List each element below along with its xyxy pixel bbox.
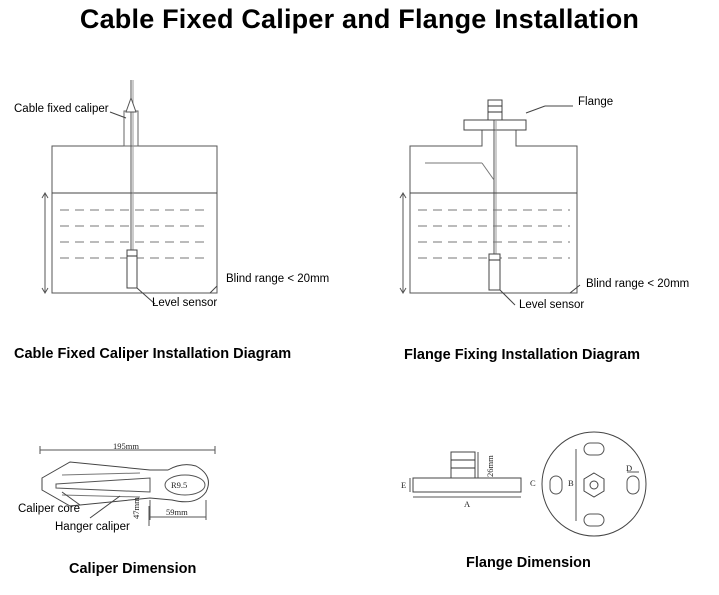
hanger-caliper-label: Hanger caliper bbox=[55, 521, 130, 533]
flange-label-b: B bbox=[568, 478, 574, 488]
page-title: Cable Fixed Caliper and Flange Installat… bbox=[79, 4, 640, 34]
flange-dimension-caption: Flange Dimension bbox=[466, 555, 591, 571]
flange-label-e: E bbox=[401, 480, 407, 490]
right-tank-diagram bbox=[399, 99, 581, 306]
flange-slot-top bbox=[583, 442, 605, 456]
flange-slot-bottom bbox=[583, 513, 605, 527]
flange-slot-left bbox=[549, 475, 563, 495]
caliper-height-value: 47mm bbox=[131, 497, 141, 519]
flange-label-c: C bbox=[530, 478, 536, 488]
flange-label-d: D bbox=[626, 463, 633, 473]
caliper-hole bbox=[164, 474, 206, 496]
right-blind-range-label: Blind range < 20mm bbox=[586, 278, 690, 290]
caliper-dimension-drawing bbox=[39, 446, 216, 526]
flange-label: Flange bbox=[578, 96, 614, 108]
flange-center-nut bbox=[583, 472, 605, 498]
flange-dimension-drawing bbox=[409, 431, 647, 537]
flange-side-plate bbox=[412, 477, 522, 493]
left-tank-diagram bbox=[41, 80, 218, 305]
caliper-length-value: 195mm bbox=[113, 441, 139, 451]
flange-height-value: 26mm bbox=[485, 455, 495, 477]
left-level-sensor bbox=[126, 249, 138, 289]
caliper-dimension-caption: Caliper Dimension bbox=[69, 561, 197, 577]
right-flange-plate bbox=[463, 119, 527, 131]
flange-label-a: A bbox=[464, 499, 471, 509]
caliper-width-value: 59mm bbox=[166, 507, 188, 517]
caliper-body bbox=[41, 461, 209, 507]
flange-side-gland bbox=[450, 451, 476, 479]
caliper-core-label: Caliper core bbox=[18, 503, 80, 515]
right-level-sensor-label: Level sensor bbox=[519, 299, 585, 311]
right-flange-gland bbox=[487, 99, 503, 121]
cable-caliper-diagram-caption: Cable Fixed Caliper Installation Diagram bbox=[14, 346, 292, 362]
caliper-radius-value: R9.5 bbox=[171, 480, 188, 490]
flange-diagram-caption: Flange Fixing Installation Diagram bbox=[404, 347, 641, 363]
right-level-sensor bbox=[488, 253, 501, 291]
right-tank bbox=[409, 129, 578, 294]
flange-slot-right bbox=[626, 475, 640, 495]
cable-fixed-caliper-label: Cable fixed caliper bbox=[14, 103, 109, 115]
left-blind-range-label: Blind range < 20mm bbox=[226, 273, 330, 285]
left-caliper-clip bbox=[125, 96, 137, 113]
left-level-sensor-label: Level sensor bbox=[152, 297, 218, 309]
